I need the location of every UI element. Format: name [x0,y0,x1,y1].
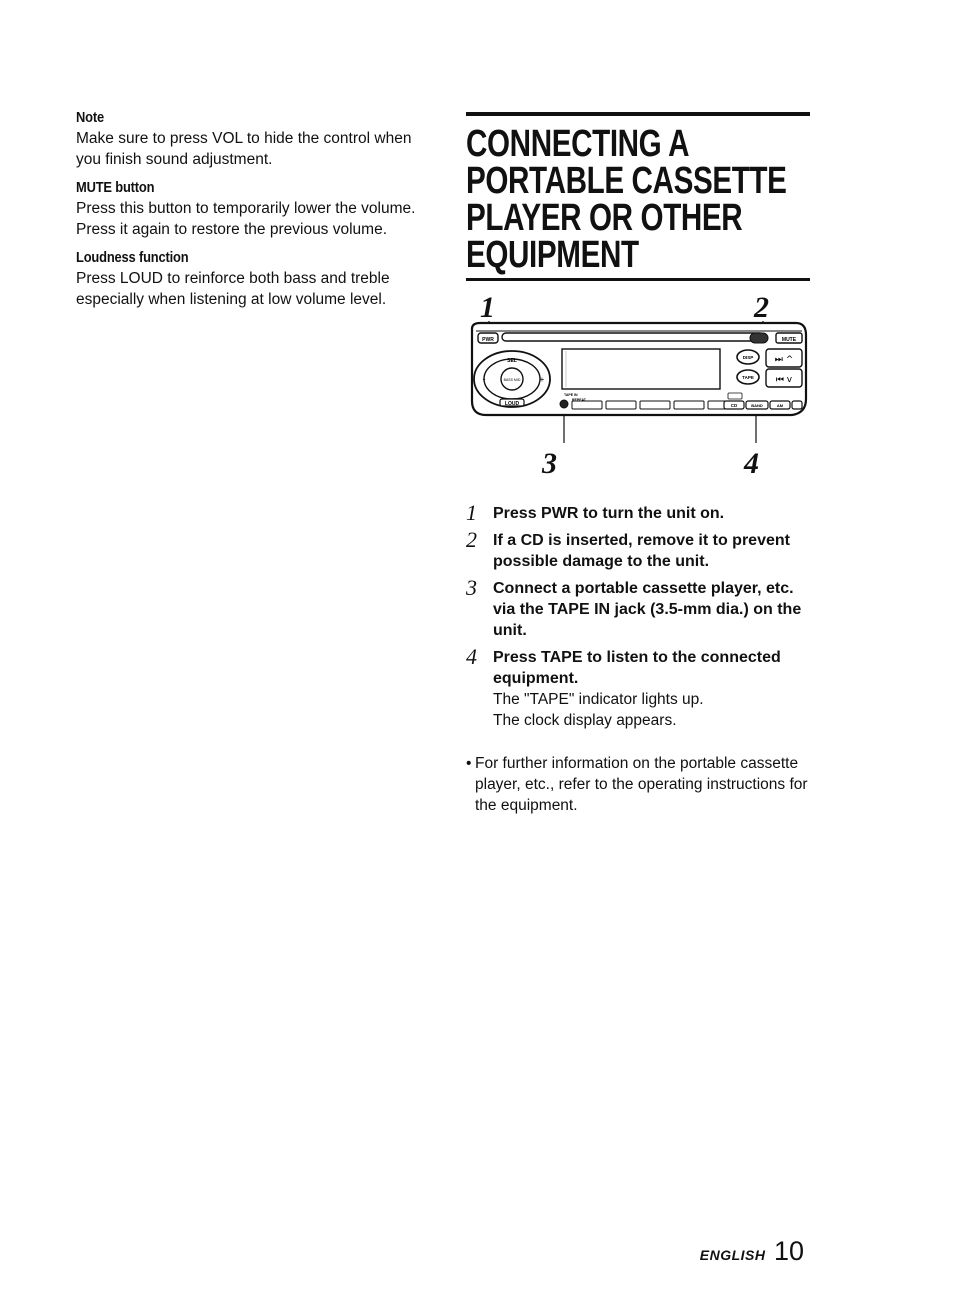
cd-label: CD [731,403,738,408]
disp-button [736,349,760,365]
preset-button [571,400,603,410]
cd-button [723,400,745,410]
further-info-text: For further information on the portable … [475,755,808,814]
mute-button [775,332,803,344]
step-number: 2 [466,527,477,552]
pwr-label: PWR [482,337,494,343]
title-line: PORTABLE CASSETTE [466,160,787,202]
bass-mid-label: BASS MID [504,378,521,382]
title-line: PLAYER OR OTHER [466,197,743,239]
step-number: 1 [466,500,477,525]
page-number: 10 [773,1236,804,1266]
callout-1: 1 [480,291,495,324]
mute-label: MUTE [782,337,797,343]
minus-mark: - [483,374,486,384]
step-note: The "TAPE" indicator lights up. [493,691,704,708]
front-panel-figure: 1 2 3 4 PWR MUTE SE [466,285,810,495]
section-title: CONNECTING A PORTABLE CASSETTE PLAYER OR… [466,123,809,276]
loudness-text: Press LOUD to reinforce both bass and tr… [76,270,390,308]
sel-label: SEL [507,358,517,364]
mute-text: Press this button to temporarily lower t… [76,200,416,238]
skip-up-icon: ⏭ ^ [775,355,794,365]
step-item: 4 Press TAPE to listen to the connected … [466,644,810,731]
bullet-symbol: • [466,755,472,772]
right-column: CONNECTING A PORTABLE CASSETTE PLAYER OR… [466,112,810,816]
footer-language: ENGLISH [699,1247,766,1263]
step-text: Press TAPE to listen to the connected eq… [493,649,781,687]
title-line: EQUIPMENT [466,234,639,276]
callout-2: 2 [754,291,769,324]
car-stereo-diagram: PWR MUTE SEL BASS MID - + LOUD DISP TAPE [470,321,808,443]
skip-down-button [765,368,803,388]
mute-heading: MUTE button [76,179,155,196]
further-info-note: • For further information on the portabl… [466,753,810,816]
step-text: Connect a portable cassette player, etc.… [493,580,802,639]
step-number: 4 [466,644,477,669]
callout-3: 3 [542,447,557,480]
step-text: Press PWR to turn the unit on. [493,505,725,522]
play-pause-button [727,392,743,400]
tape-in-label: TAPE IN [564,393,578,397]
step-body: If a CD is inserted, remove it to preven… [493,530,810,572]
am-button [769,400,791,410]
note-heading: Note [76,109,104,126]
volume-knob-center [500,367,524,391]
step-body: Press TAPE to listen to the connected eq… [493,647,810,731]
step-number: 3 [466,575,477,600]
band-label: BAND [751,403,763,408]
pwr-button [477,332,499,344]
loudness-heading: Loudness function [76,249,189,266]
preset-button [673,400,705,410]
step-body: Connect a portable cassette player, etc.… [493,578,810,641]
step-item: 2 If a CD is inserted, remove it to prev… [466,527,810,572]
eject-button [749,332,769,344]
loud-label: LOUD [505,401,520,407]
title-line: CONNECTING A [466,123,690,165]
callout-4: 4 [744,447,759,480]
step-note: The clock display appears. [493,712,677,729]
step-text: If a CD is inserted, remove it to preven… [493,532,790,570]
step-item: 3 Connect a portable cassette player, et… [466,575,810,641]
preset-button [605,400,637,410]
tape-label: TAPE [742,375,754,380]
am-label: AM [777,403,784,408]
disp-label: DISP [743,355,754,360]
page-footer: ENGLISH 10 [700,1236,804,1267]
release-button [791,400,803,410]
preset-button [639,400,671,410]
step-body: Press PWR to turn the unit on. [493,503,810,524]
band-button [745,400,769,410]
loud-button [499,398,525,407]
title-bottom-rule [466,278,810,281]
repeat-label: REPEAT [572,398,587,402]
skip-down-icon: ⏮ v [776,375,793,385]
plus-mark: + [540,375,545,384]
skip-up-button [765,348,803,368]
step-item: 1 Press PWR to turn the unit on. [466,500,810,525]
tape-button [736,369,760,385]
disc-slot [501,332,765,342]
steps-list: 1 Press PWR to turn the unit on. 2 If a … [466,500,810,731]
tape-in-jack [559,399,569,409]
display-window [561,348,721,390]
left-column: Note Make sure to press VOL to hide the … [76,108,422,318]
note-text: Make sure to press VOL to hide the contr… [76,130,412,168]
title-top-rule [466,112,810,116]
